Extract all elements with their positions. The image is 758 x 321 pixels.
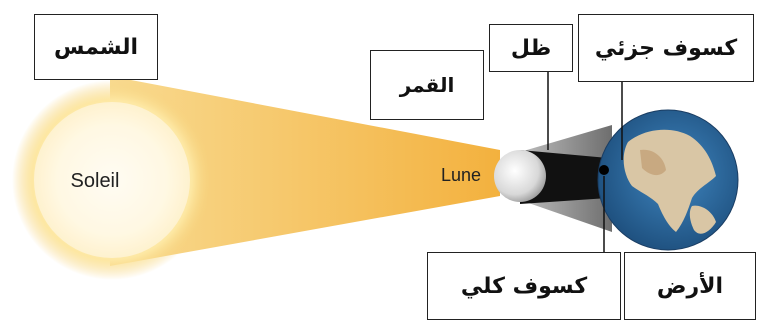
total-eclipse-label-box: كسوف كلي (427, 252, 621, 320)
sun-label-box: الشمس (34, 14, 158, 80)
sun-label: الشمس (54, 35, 138, 60)
total-eclipse-label: كسوف كلي (461, 274, 587, 299)
moon-label-box: القمر (370, 50, 484, 120)
moon (494, 150, 546, 202)
earth (598, 110, 738, 250)
sun-text: Soleil (71, 170, 120, 192)
total-eclipse-spot (599, 165, 609, 175)
partial-eclipse-label-box: كسوف جزئي (578, 14, 754, 82)
earth-label-box: الأرض (624, 252, 756, 320)
moon-text: Lune (441, 165, 481, 185)
shadow-label: ظل (511, 36, 551, 61)
earth-label: الأرض (657, 274, 723, 299)
shadow-label-box: ظل (489, 24, 573, 72)
partial-eclipse-label: كسوف جزئي (595, 36, 737, 61)
moon-label: القمر (400, 73, 455, 97)
